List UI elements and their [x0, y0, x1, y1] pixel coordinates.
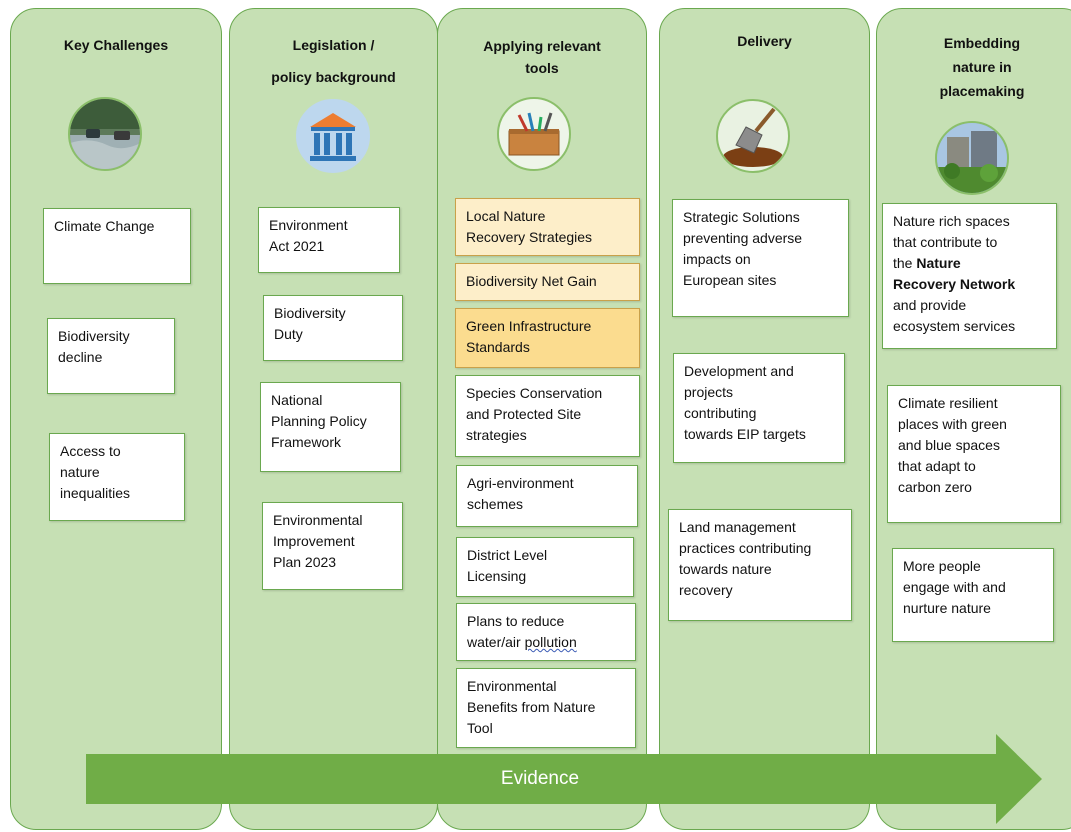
embedding-box: Climate resilient places with green and … — [887, 385, 1061, 523]
tool-box: Environmental Benefits from Nature Tool — [456, 668, 636, 748]
delivery-box: Development and projects contributing to… — [673, 353, 845, 463]
column-title: Applying relevant tools — [483, 38, 601, 76]
delivery-box: Land management practices contributing t… — [668, 509, 852, 621]
column-title: Legislation / policy background — [271, 37, 396, 85]
flooded-road-icon — [68, 97, 142, 171]
embedding-box: Nature rich spaces that contribute to th… — [882, 203, 1057, 349]
evidence-arrow — [86, 734, 1042, 824]
column-title: Embedding nature in placemaking — [939, 35, 1025, 99]
embedding-box: More people engage with and nurture natu… — [892, 548, 1054, 642]
green-building-icon — [935, 121, 1009, 195]
tool-box: District Level Licensing — [456, 537, 634, 597]
column-title: Delivery — [737, 33, 792, 49]
toolbox-icon — [497, 97, 571, 171]
tool-box: Species Conservation and Protected Site … — [455, 375, 640, 457]
tool-box: Agri-environment schemes — [456, 465, 638, 527]
policy-box: National Planning Policy Framework — [260, 382, 401, 472]
tool-box-text: Plans to reduce water/air — [467, 613, 565, 650]
policy-box: Environmental Improvement Plan 2023 — [262, 502, 403, 590]
evidence-label: Evidence — [500, 768, 580, 789]
tool-box: Plans to reduce water/air pollution — [456, 603, 636, 661]
challenge-box: Access to nature inequalities — [49, 433, 185, 521]
bold-phrase: Nature Recovery Network — [893, 255, 1016, 292]
embedding-text: Nature rich spaces that contribute to th… — [893, 213, 1010, 271]
challenge-box: Climate Change — [43, 208, 191, 284]
spade-icon — [716, 99, 790, 173]
tool-box-net-gain: Biodiversity Net Gain — [455, 263, 640, 301]
challenge-box: Biodiversity decline — [47, 318, 175, 394]
tool-box-green-infrastructure: Green Infrastructure Standards — [455, 308, 640, 368]
tool-box-local-nature: Local Nature Recovery Strategies — [455, 198, 640, 256]
government-building-icon — [296, 99, 370, 173]
column-key-challenges: Key Challenges — [10, 8, 222, 830]
underlined-word: pollution — [524, 634, 577, 650]
policy-box: Environment Act 2021 — [258, 207, 400, 273]
embedding-text-tail: and provide ecosystem services — [893, 297, 1016, 334]
column-title: Key Challenges — [63, 37, 169, 53]
delivery-box: Strategic Solutions preventing adverse i… — [672, 199, 849, 317]
policy-box: Biodiversity Duty — [263, 295, 403, 361]
